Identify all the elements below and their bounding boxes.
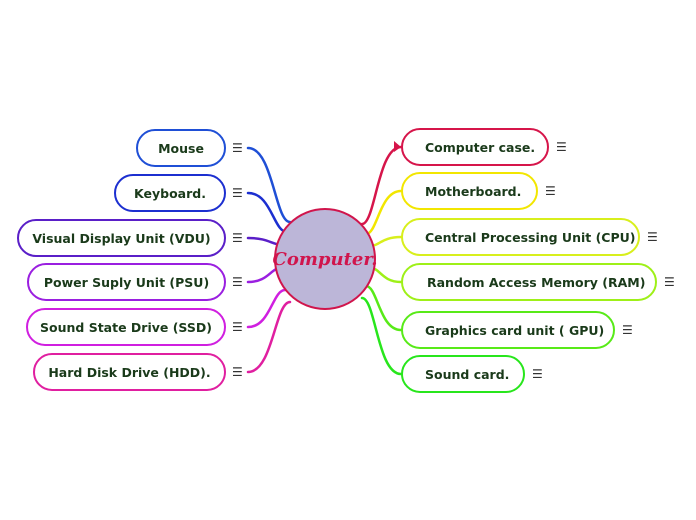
topic-label: Random Access Memory (RAM) [427, 274, 646, 290]
topic-label: Computer case. [425, 139, 536, 155]
connector-left [246, 288, 287, 329]
connector-right [360, 296, 403, 376]
menu-icon[interactable]: ☰ [556, 140, 567, 154]
connector-left [246, 300, 292, 374]
connector-right [360, 145, 403, 226]
topic-hdd[interactable]: Hard Disk Drive (HDD). [33, 353, 226, 391]
menu-icon[interactable]: ☰ [545, 184, 556, 198]
menu-icon[interactable]: ☰ [232, 320, 243, 334]
topic-ssd[interactable]: Sound State Drive (SSD) [26, 308, 226, 346]
topic-label: Power Suply Unit (PSU) [43, 274, 210, 290]
connector-left [246, 146, 292, 224]
topic-label: Sound State Drive (SSD) [40, 319, 212, 335]
topic-label: Mouse [158, 140, 204, 156]
topic-label: Graphics card unit ( GPU) [425, 322, 605, 338]
topic-label: Hard Disk Drive (HDD). [48, 364, 211, 380]
topic-gpu[interactable]: Graphics card unit ( GPU) [401, 311, 615, 349]
topic-cpu[interactable]: Central Processing Unit (CPU) [401, 218, 640, 256]
topic-label: Keyboard. [134, 185, 206, 201]
topic-label: Central Processing Unit (CPU) [425, 229, 636, 245]
topic-vdu[interactable]: Visual Display Unit (VDU) [17, 219, 226, 257]
connector-right [369, 266, 403, 284]
topic-motherboard[interactable]: Motherboard. [401, 172, 538, 210]
menu-icon[interactable]: ☰ [664, 275, 675, 289]
menu-icon[interactable]: ☰ [647, 230, 658, 244]
topic-psu[interactable]: Power Suply Unit (PSU) [27, 263, 226, 301]
topic-mouse[interactable]: Mouse [136, 129, 226, 167]
topic-ram[interactable]: Random Access Memory (RAM) [401, 263, 657, 301]
topic-computer-case[interactable]: Computer case. [401, 128, 549, 166]
central-topic-label: Computer. [272, 248, 378, 270]
topic-label: Visual Display Unit (VDU) [32, 230, 211, 246]
menu-icon[interactable]: ☰ [232, 365, 243, 379]
topic-keyboard[interactable]: Keyboard. [114, 174, 226, 212]
menu-icon[interactable]: ☰ [622, 323, 633, 337]
topic-label: Motherboard. [425, 183, 522, 199]
menu-icon[interactable]: ☰ [232, 186, 243, 200]
connector-right [368, 235, 403, 248]
central-topic[interactable]: Computer. [272, 208, 378, 310]
connector-right [364, 284, 403, 332]
topic-label: Sound card. [425, 366, 510, 382]
connector-arrow [394, 141, 401, 152]
menu-icon[interactable]: ☰ [532, 367, 543, 381]
topic-sound-card[interactable]: Sound card. [401, 355, 525, 393]
menu-icon[interactable]: ☰ [232, 231, 243, 245]
menu-icon[interactable]: ☰ [232, 141, 243, 155]
menu-icon[interactable]: ☰ [232, 275, 243, 289]
